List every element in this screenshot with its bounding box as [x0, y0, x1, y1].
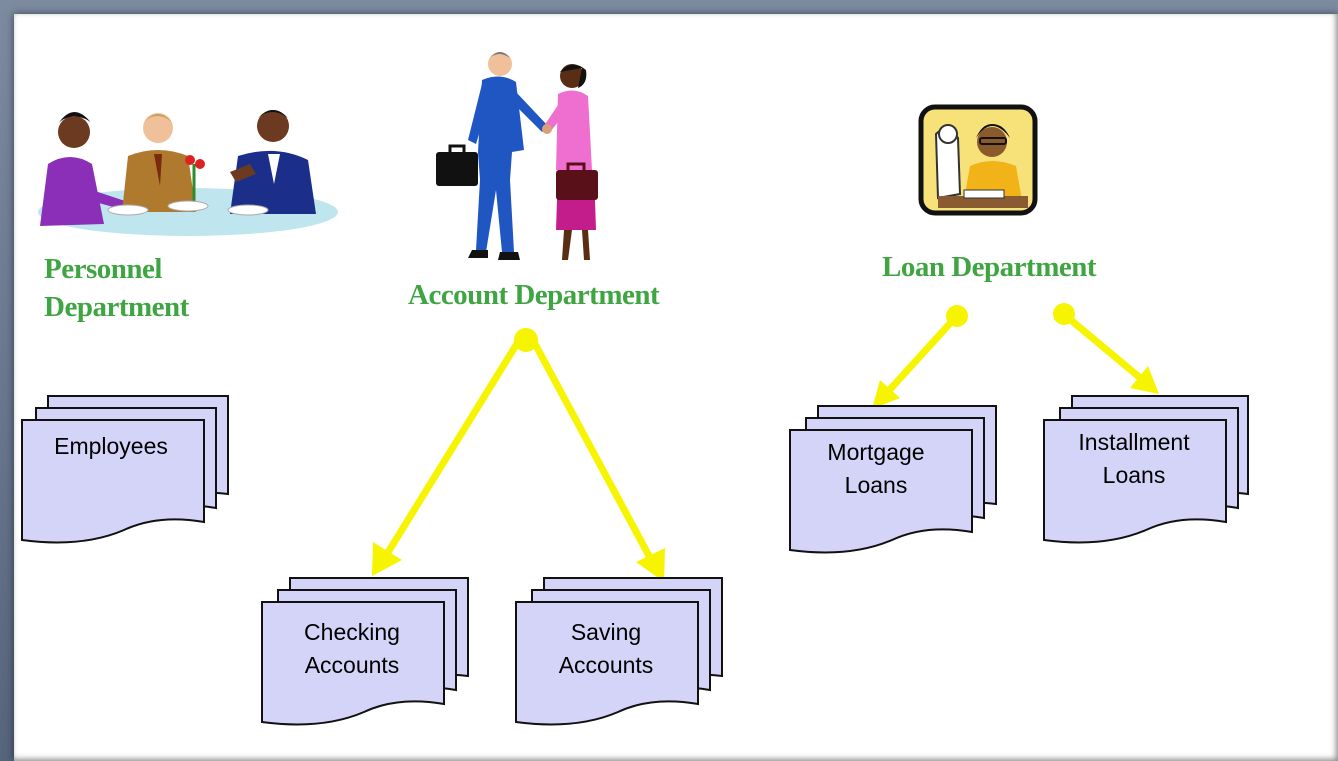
handshake-clipart	[436, 52, 598, 260]
employees-label: Employees	[54, 433, 168, 459]
personnel-department-title: Personnel Department	[44, 253, 189, 323]
saving-accounts-document-stack: Saving Accounts	[514, 576, 744, 746]
document-stack-icon	[1043, 395, 1249, 544]
installment-loans-label: Installment Loans	[1078, 429, 1190, 488]
arrow-account-to-checking	[372, 340, 521, 576]
employees-document-stack: Employees	[20, 394, 240, 564]
loan-department-title: Loan Department	[882, 251, 1097, 283]
document-stack-icon	[789, 405, 997, 554]
mortgage-loans-document-stack: Mortgage Loans	[788, 404, 1018, 574]
account-connector-dot	[514, 328, 538, 352]
account-department-title: Account Department	[408, 279, 660, 311]
document-stack-icon	[515, 577, 723, 726]
checking-accounts-document-stack: Checking Accounts	[260, 576, 490, 746]
connector-arrows	[372, 303, 1159, 582]
diagram-canvas: Personnel Department Account Department …	[14, 14, 1338, 761]
document-stack-icon	[261, 577, 469, 726]
loan-installment-connector-dot	[1053, 303, 1075, 325]
saving-accounts-label: Saving Accounts	[558, 619, 654, 678]
loan-officer-clipart	[918, 104, 1038, 216]
mortgage-loans-label: Mortgage Loans	[827, 439, 925, 498]
arrow-account-to-saving	[530, 340, 665, 582]
loan-mortgage-connector-dot	[946, 305, 968, 327]
meeting-people-clipart	[38, 110, 338, 236]
arrow-loan-to-mortgage	[872, 316, 957, 409]
document-stack-icon	[21, 395, 229, 544]
arrow-loan-to-installment	[1063, 313, 1159, 394]
checking-accounts-label: Checking Accounts	[304, 619, 400, 678]
installment-loans-document-stack: Installment Loans	[1042, 394, 1272, 564]
